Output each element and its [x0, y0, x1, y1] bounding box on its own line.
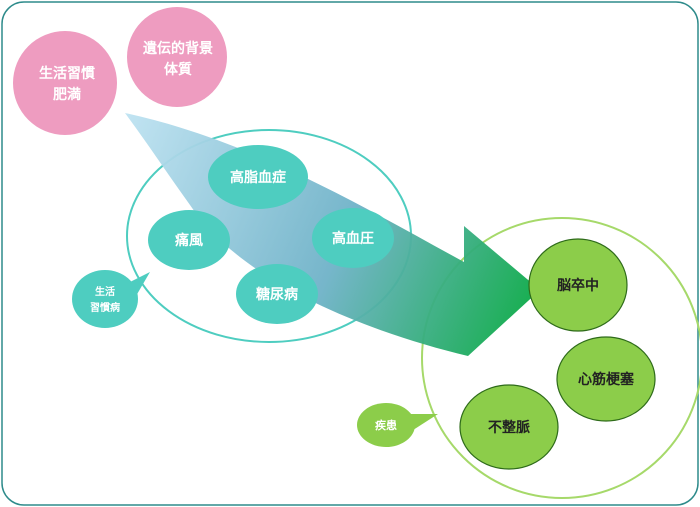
bubble-genetic-line2: 体質 [164, 61, 192, 78]
lifestyle-callout-line2: 習慣病 [90, 301, 120, 314]
lifestyle-disease-callout: 生活 習慣病 [72, 270, 150, 328]
node-diabetes-label: 糖尿病 [256, 286, 298, 303]
disease-callout: 疾患 [357, 403, 438, 447]
node-gout-label: 痛風 [174, 232, 203, 249]
node-hypertension: 高血圧 [312, 208, 394, 268]
lifestyle-callout-line1: 生活 [95, 285, 115, 298]
bubble-lifestyle-line1: 生活習慣 [39, 65, 95, 82]
node-hypertension-label: 高血圧 [332, 230, 374, 247]
disease-callout-label: 疾患 [375, 418, 397, 432]
node-stroke-label: 脳卒中 [557, 277, 599, 294]
disease-ring [421, 217, 700, 499]
node-arrhythmia-label: 不整脈 [488, 419, 530, 436]
node-myocardial-infarction-label: 心筋梗塞 [578, 371, 635, 388]
bubble-genetic-line1: 遺伝的背景 [143, 40, 213, 57]
node-diabetes: 糖尿病 [236, 264, 318, 324]
risk-factor-lifestyle: 生活習慣 肥満 [13, 31, 117, 135]
node-hyperlipidemia-label: 高脂血症 [230, 169, 286, 186]
node-gout: 痛風 [148, 210, 230, 270]
disease-callout-bubble [357, 403, 415, 447]
risk-factor-genetic: 遺伝的背景 体質 [127, 7, 227, 107]
lifestyle-callout-bubble [72, 270, 138, 328]
node-myocardial-infarction: 心筋梗塞 [556, 336, 656, 422]
bubble-lifestyle [13, 31, 117, 135]
node-stroke: 脳卒中 [528, 238, 628, 332]
node-hyperlipidemia: 高脂血症 [208, 145, 308, 209]
bubble-genetic [127, 7, 227, 107]
node-arrhythmia: 不整脈 [459, 384, 559, 470]
bubble-lifestyle-line2: 肥満 [53, 86, 81, 103]
